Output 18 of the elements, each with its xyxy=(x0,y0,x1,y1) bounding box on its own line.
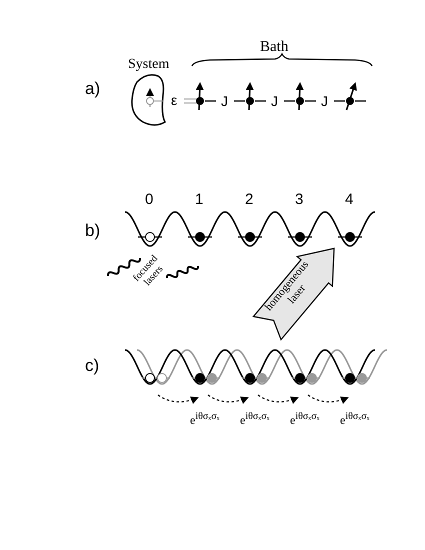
coupling-label: J xyxy=(271,94,278,108)
phase-label: e$^{iθσₓσₓ}$ xyxy=(290,412,320,426)
bath-label: Bath xyxy=(260,40,288,55)
coupling-label: J xyxy=(321,94,328,108)
panel-label: b) xyxy=(85,222,100,239)
site-number: 3 xyxy=(295,192,304,207)
panel-label: c) xyxy=(85,357,100,374)
phase-label: e$^{iθσₓσₓ}$ xyxy=(190,412,220,426)
site-number: 1 xyxy=(195,192,204,207)
system-label: System xyxy=(128,58,170,72)
coupling-label: J xyxy=(221,94,228,108)
phase-label: e$^{iθσₓσₓ}$ xyxy=(240,412,270,426)
coupling-label: ε xyxy=(171,93,178,107)
site-number: 4 xyxy=(345,192,354,207)
site-number: 0 xyxy=(145,192,154,207)
panel-label: a) xyxy=(85,80,100,97)
phase-label: e$^{iθσₓσₓ}$ xyxy=(340,412,370,426)
site-number: 2 xyxy=(245,192,254,207)
